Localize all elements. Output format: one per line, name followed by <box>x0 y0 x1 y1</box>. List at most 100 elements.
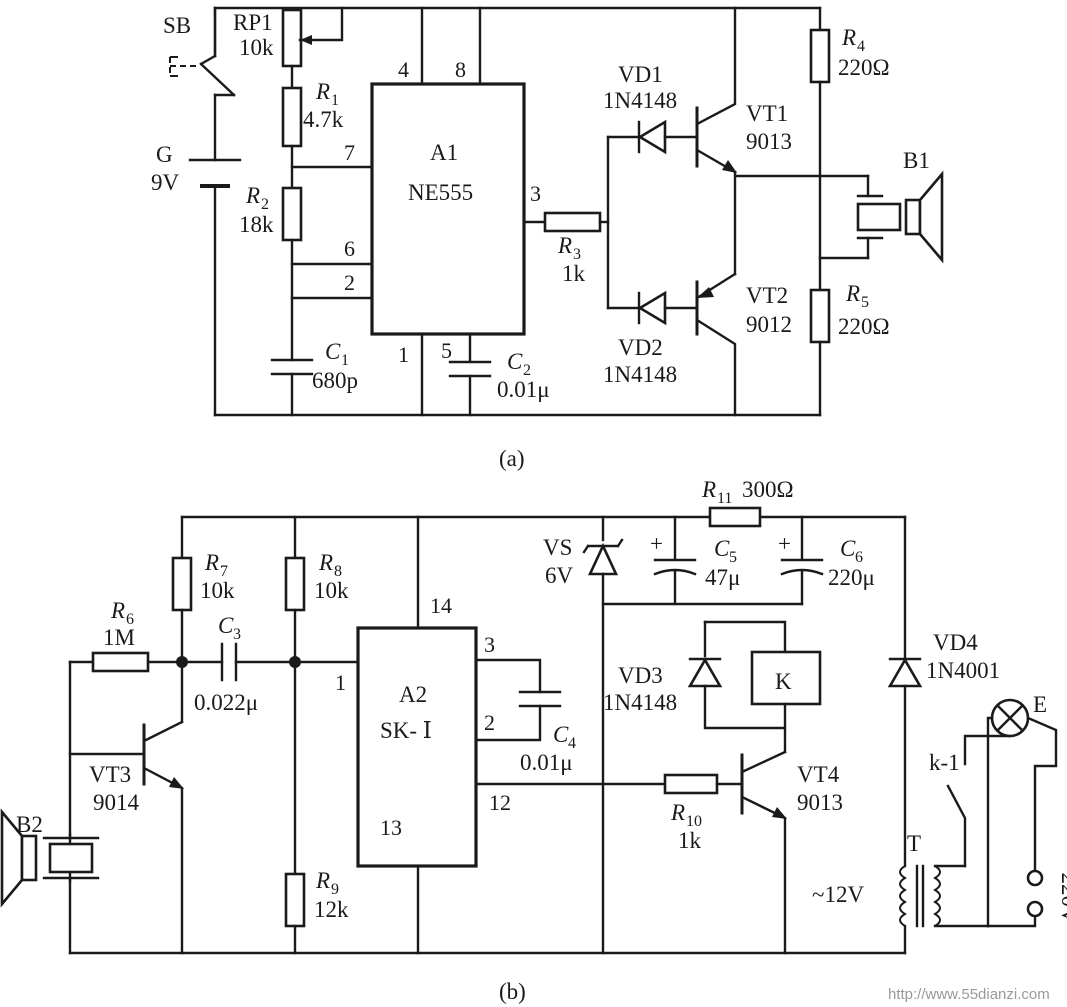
label-pin2-b: 2 <box>484 710 495 735</box>
label-c4: C <box>553 722 569 747</box>
label-b2: B2 <box>16 812 43 837</box>
label-vd4-value: 1N4001 <box>926 658 1000 683</box>
label-r2-value: 18k <box>239 212 274 237</box>
zener-vs <box>582 515 624 955</box>
wire-pin3-b <box>474 658 542 694</box>
label-a2-chip: SK- Ⅰ <box>380 718 432 743</box>
label-c6: C <box>840 536 856 561</box>
label-c3-sub: 3 <box>233 626 241 643</box>
resistor-r8 <box>284 556 306 612</box>
label-r2-sub: 2 <box>261 196 269 213</box>
label-r11: R <box>701 477 716 502</box>
label-r11-sub: 11 <box>717 490 732 507</box>
label-r9-sub: 9 <box>331 881 339 898</box>
resistor-r10 <box>663 773 719 795</box>
resistor-r2 <box>281 186 303 242</box>
label-c1-sub: 1 <box>341 352 349 369</box>
label-rp1-value: 10k <box>239 35 274 60</box>
resistor-r3 <box>543 211 602 233</box>
label-a2: A2 <box>399 682 427 707</box>
label-r10-sub: 10 <box>686 813 702 830</box>
resistor-r9 <box>284 872 306 928</box>
label-vd3: VD3 <box>618 663 663 688</box>
label-c6-value: 220μ <box>828 565 875 590</box>
label-vt4-value: 9013 <box>797 790 843 815</box>
resistor-r5 <box>809 288 831 344</box>
watermark-url: http://www.55dianzi.com <box>888 986 1050 1003</box>
label-sb: SB <box>163 13 191 38</box>
label-vt2-value: 9012 <box>746 312 792 337</box>
transistor-vt1 <box>695 6 737 174</box>
label-c5: C <box>714 536 730 561</box>
transistor-vt2 <box>695 272 737 417</box>
label-r3: R <box>557 233 572 258</box>
label-r4: R <box>841 25 856 50</box>
capacitor-c1 <box>270 358 314 417</box>
potentiometer-rp1 <box>281 8 303 68</box>
resistor-r4 <box>809 28 831 84</box>
label-r9: R <box>315 868 330 893</box>
label-vs-value: 6V <box>545 563 574 588</box>
label-r10-value: 1k <box>678 828 702 853</box>
label-r5-sub: 5 <box>861 294 869 311</box>
label-a1: A1 <box>430 140 458 165</box>
resistor-r7 <box>171 556 193 612</box>
label-pin5: 5 <box>441 338 452 363</box>
label-r9-value: 12k <box>314 897 349 922</box>
label-r7-value: 10k <box>200 578 235 603</box>
label-t: T <box>907 831 921 856</box>
label-vd1-value: 1N4148 <box>603 88 677 113</box>
label-c5-plus: + <box>650 531 663 556</box>
label-r8-value: 10k <box>314 578 349 603</box>
label-c3: C <box>218 613 234 638</box>
label-r1-sub: 1 <box>331 92 339 109</box>
resistor-r6 <box>91 651 150 673</box>
label-vd1: VD1 <box>618 62 663 87</box>
label-pin6: 6 <box>344 236 355 261</box>
label-r3-value: 1k <box>562 261 586 286</box>
label-r1: R <box>315 79 330 104</box>
label-vd2-value: 1N4148 <box>603 362 677 387</box>
label-a1-chip: NE555 <box>408 180 473 205</box>
label-b1: B1 <box>903 148 930 173</box>
label-r11-value: 300Ω <box>742 477 794 502</box>
label-c4-value: 0.01μ <box>520 750 573 775</box>
capacitor-c6 <box>780 515 824 606</box>
label-c5-sub: 5 <box>729 549 737 566</box>
label-r8: R <box>318 550 333 575</box>
diode-vd3 <box>687 620 787 730</box>
label-c6-plus: + <box>778 531 791 556</box>
label-r2: R <box>245 183 260 208</box>
label-c1: C <box>325 339 341 364</box>
diagram-b <box>0 506 1058 955</box>
diode-vd4 <box>887 515 923 868</box>
label-g: G <box>156 142 173 167</box>
label-r6: R <box>110 598 125 623</box>
label-pin14: 14 <box>430 593 452 618</box>
label-220v: ~220V <box>1057 860 1067 924</box>
capacitor-c4 <box>518 690 562 708</box>
resistor-r11 <box>708 506 762 528</box>
label-pin1: 1 <box>398 342 409 367</box>
label-pin13: 13 <box>380 815 402 840</box>
label-c3-value: 0.022μ <box>194 690 258 715</box>
label-r1-value: 4.7k <box>303 107 344 132</box>
diode-vd2 <box>606 290 699 326</box>
transformer-t <box>899 864 990 955</box>
capacitor-c5 <box>653 515 697 606</box>
label-r8-sub: 8 <box>334 563 342 580</box>
label-vt1: VT1 <box>746 101 788 126</box>
label-r7: R <box>204 550 219 575</box>
caption-a: (a) <box>499 446 525 471</box>
battery-g <box>188 158 242 188</box>
label-r4-value: 220Ω <box>838 55 890 80</box>
switch-sb <box>169 54 236 97</box>
label-r4-sub: 4 <box>857 38 865 55</box>
wire-pin2-b <box>474 704 542 742</box>
transistor-vt3 <box>68 660 184 955</box>
label-r6-sub: 6 <box>126 611 134 628</box>
speaker-b2 <box>0 808 100 908</box>
label-k: K <box>775 669 792 694</box>
label-r10: R <box>670 800 685 825</box>
